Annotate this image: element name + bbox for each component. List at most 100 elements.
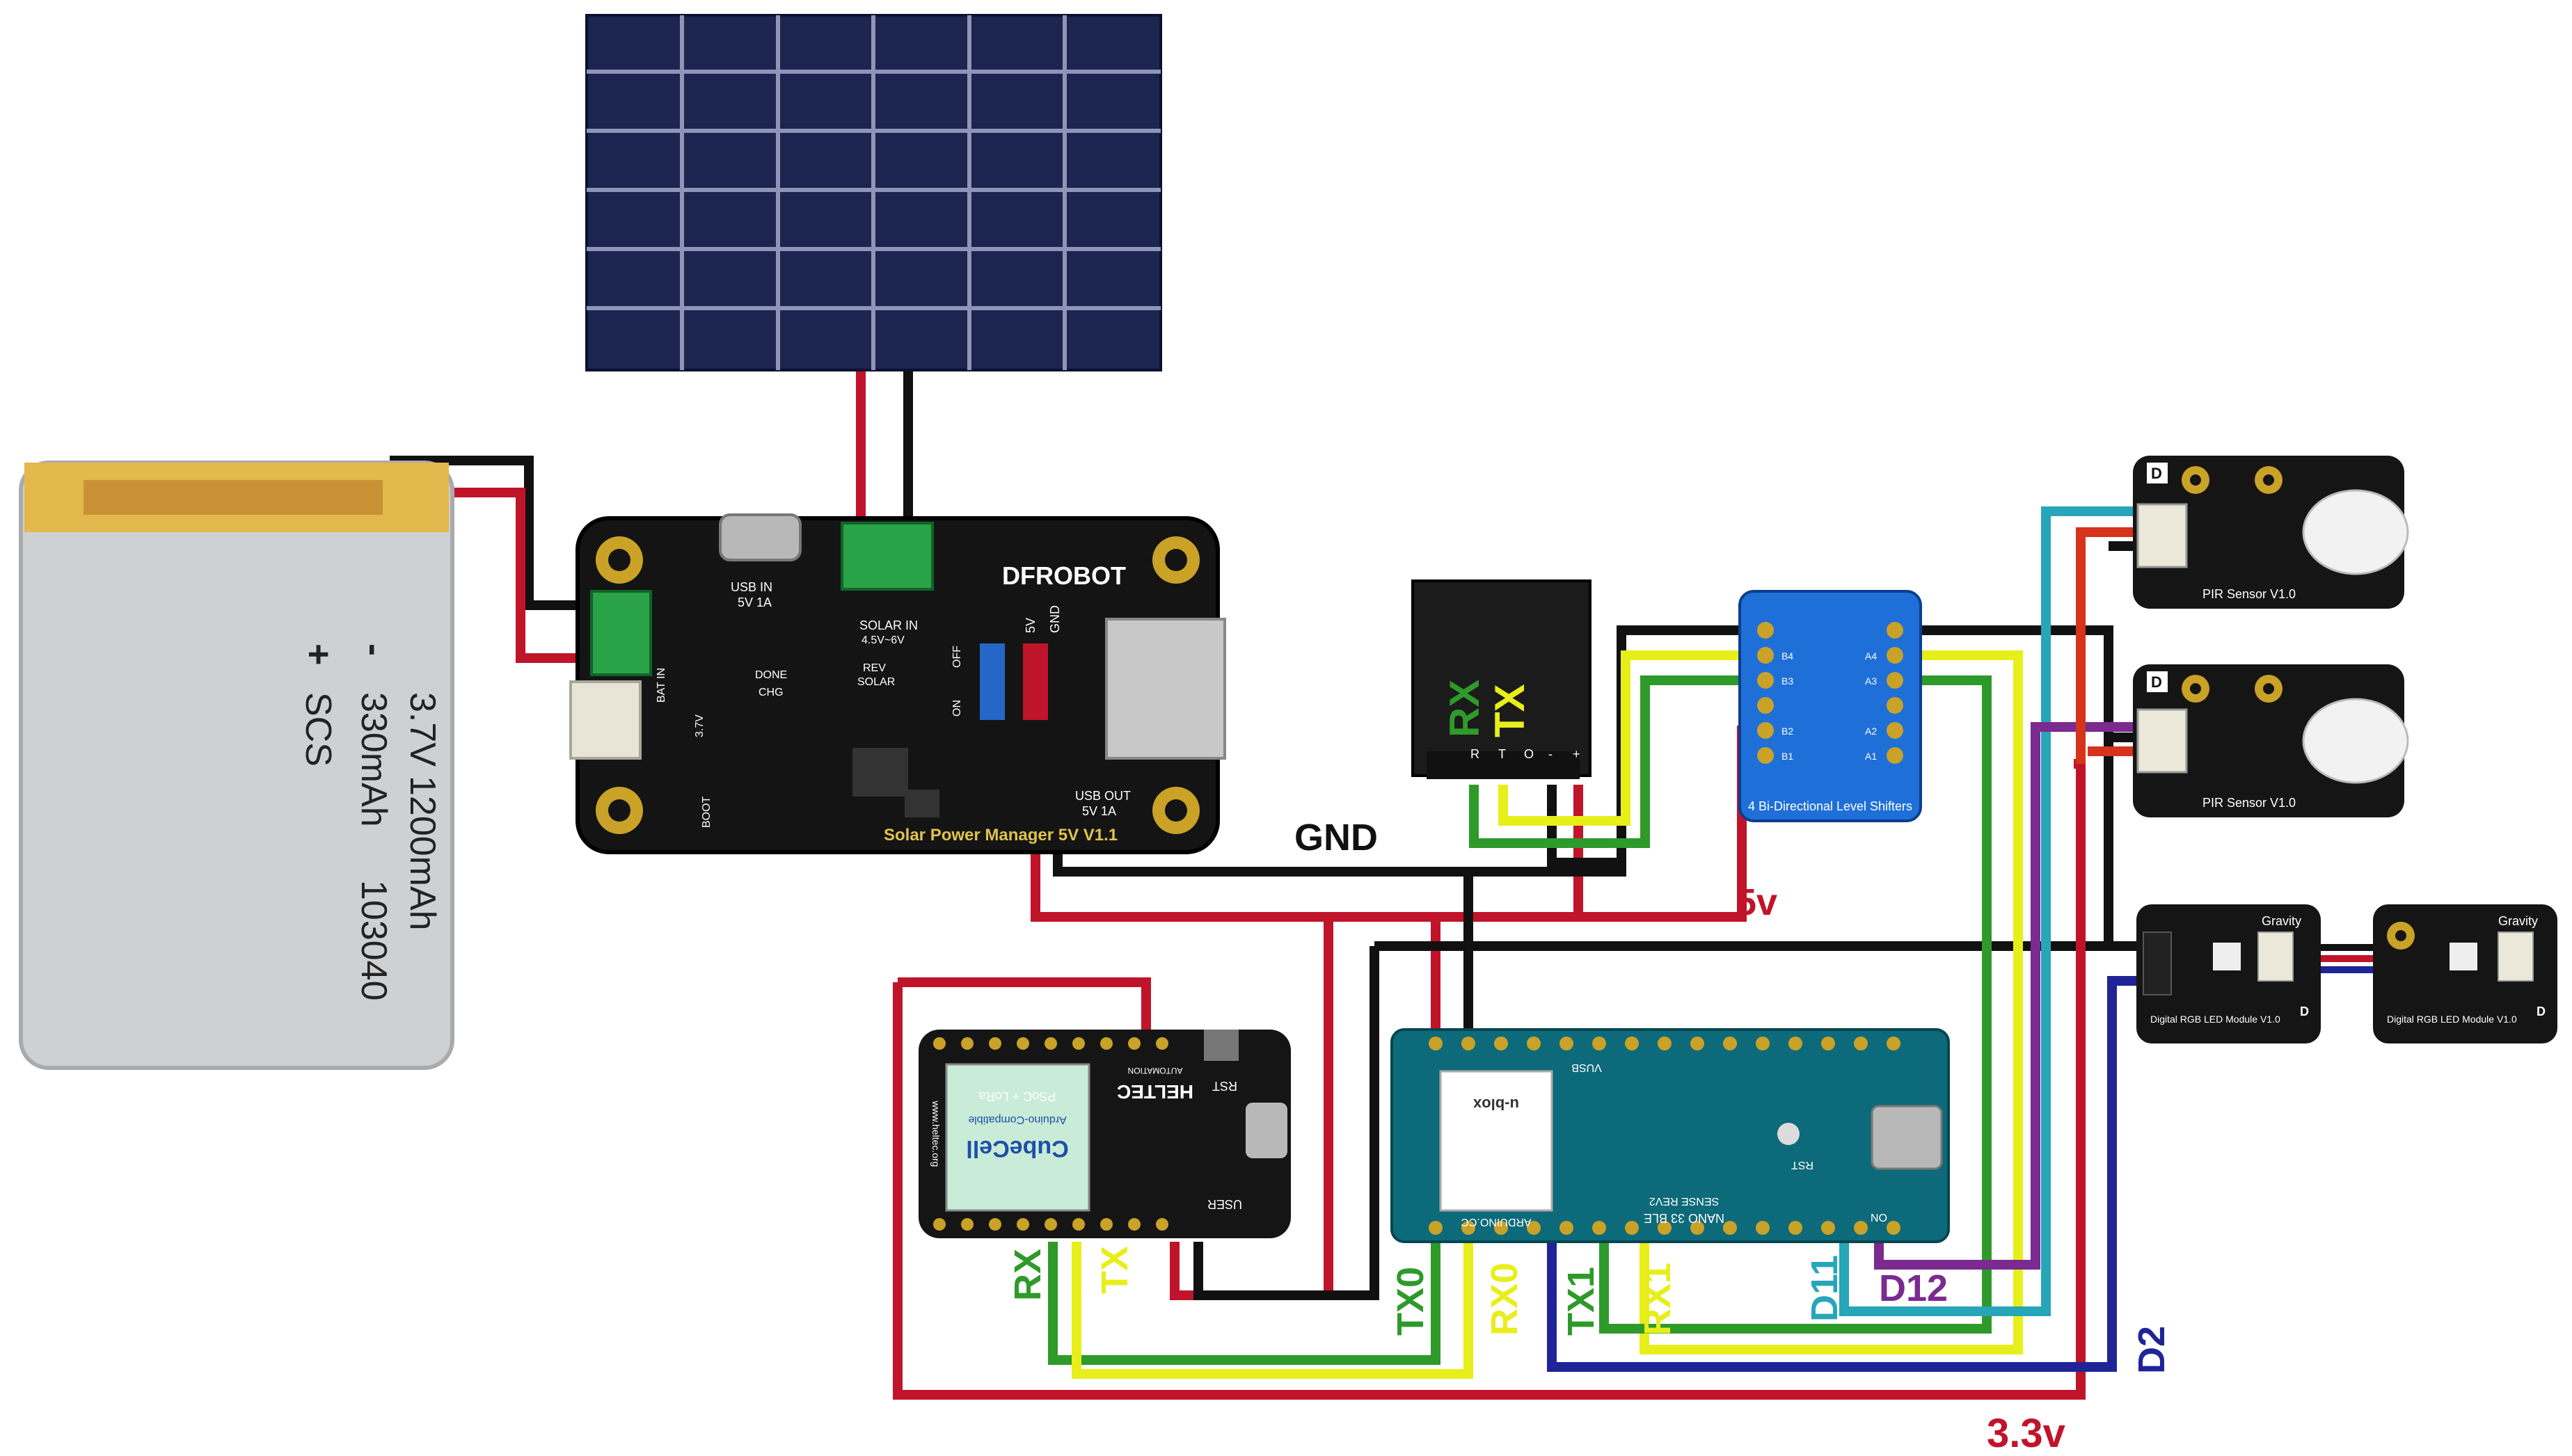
ls-pin-b3: B3 — [1781, 675, 1793, 687]
cubecell-brand: HELTEC — [1117, 1081, 1193, 1103]
pm-usb-out-rating: 5V 1A — [1082, 804, 1116, 818]
nano-vusb: VUSB — [1571, 1062, 1602, 1073]
nano-rst: RST — [1791, 1159, 1813, 1171]
label-d11: D11 — [1804, 1255, 1845, 1322]
battery-minus: - — [354, 643, 395, 656]
label-gnd: GND — [1294, 817, 1378, 858]
pm-usb-out: USB OUT — [1075, 789, 1131, 803]
pm-5v: 5V — [1024, 618, 1038, 633]
receiver-rx-label: RX — [1441, 680, 1488, 737]
ls-pin-a2: A2 — [1865, 726, 1877, 737]
wire-nano-rx1 — [1640, 650, 2023, 1354]
cubecell-board: CubeCell PSoC + LoRa Arduino-Compatible … — [919, 1030, 1291, 1238]
battery-mah-small: 330mAh — [354, 692, 394, 827]
solar-power-manager: DFROBOT USB IN 5V 1A SOLAR IN 4.5V~6V DO… — [569, 513, 1226, 854]
ls-pin-b2: B2 — [1781, 726, 1793, 737]
pir-2-d-mark: D — [2151, 673, 2162, 691]
battery-model: 103040 — [354, 880, 394, 1001]
label-rx1: RX1 — [1637, 1263, 1678, 1336]
pir-1-d-mark: D — [2151, 465, 2162, 482]
rgb-2-brand: Gravity — [2498, 914, 2538, 928]
pm-gnd: GND — [1048, 605, 1062, 633]
cubecell-url: www.heltec.org — [930, 1101, 942, 1167]
receiver-tx-label: TX — [1486, 684, 1533, 737]
rgb-1-label: Digital RGB LED Module V1.0 — [2150, 1014, 2280, 1025]
rgb-2-d: D — [2537, 1005, 2546, 1018]
label-d2: D2 — [2131, 1326, 2173, 1374]
rf-receiver: RX TX R T O - + — [1411, 579, 1591, 779]
label-rx0: RX0 — [1484, 1263, 1525, 1336]
label-5v: 5v — [1736, 881, 1777, 923]
wire-receiver-tx — [1498, 650, 1765, 826]
receiver-pin-o: O — [1524, 747, 1534, 761]
receiver-pin-plus: + — [1573, 747, 1580, 761]
pir-2-label: PIR Sensor V1.0 — [2202, 796, 2296, 810]
rgb-2-label: Digital RGB LED Module V1.0 — [2387, 1014, 2517, 1025]
wire-cubecell-rx — [1048, 1242, 1440, 1365]
nano-sub: SENSE REV2 — [1649, 1195, 1720, 1207]
wire-gnd-receiver — [1547, 785, 1621, 867]
cubecell-logo: CubeCell — [966, 1135, 1068, 1162]
label-d12: D12 — [1879, 1267, 1948, 1309]
wire-3v3-top — [898, 977, 1151, 1032]
rgb-led-module-2: Gravity Digital RGB LED Module V1.0 D — [2373, 904, 2557, 1043]
wire-3v3-loop — [893, 946, 2086, 1400]
solar-terminal — [841, 522, 934, 591]
cubecell-compat: Arduino-Compatible — [968, 1114, 1067, 1126]
nano-module: u-blox — [1472, 1096, 1519, 1113]
arduino-nano-33-ble: u-blox ARDUINO.CC NANO 33 BLE SENSE REV2… — [1390, 1028, 1950, 1243]
pm-bat-voltage: 3.7V — [694, 714, 706, 737]
nano-model: NANO 33 BLE — [1644, 1211, 1724, 1225]
usb-in-port — [719, 513, 802, 561]
label-3v3: 3.3v — [1987, 1411, 2065, 1456]
wire-3v3-to-shifter — [2074, 759, 2086, 946]
label-tx-cubecell: TX — [1094, 1246, 1136, 1294]
receiver-pin-t: T — [1498, 747, 1506, 761]
ls-pin-b4: B4 — [1781, 650, 1793, 662]
solar-panel — [585, 14, 1162, 371]
wire-cubecell-tx — [1072, 1242, 1473, 1379]
cubecell-psoc: PSoC + LoRa — [978, 1089, 1056, 1103]
usb-out-port — [1105, 618, 1226, 760]
cubecell-rst: RST — [1212, 1079, 1237, 1093]
label-tx1: TX1 — [1560, 1267, 1602, 1336]
nano-on: ON — [1871, 1211, 1887, 1223]
ls-pin-a1: A1 — [1865, 751, 1877, 762]
pm-solar-in: SOLAR IN — [859, 618, 918, 632]
pm-done: DONE — [755, 669, 787, 681]
wires — [390, 370, 2380, 1400]
label-tx0: TX0 — [1390, 1267, 1431, 1336]
wire-receiver-rx — [1469, 675, 1765, 848]
pm-on: ON — [951, 700, 963, 717]
receiver-pin-minus: - — [1548, 747, 1553, 761]
wire-d11 — [1839, 506, 2140, 1316]
rgb-1-d: D — [2300, 1005, 2309, 1018]
cubecell-brand-sub: AUTOMATION — [1128, 1066, 1183, 1075]
rgb-led-module-1: Gravity Digital RGB LED Module V1.0 D — [2136, 904, 2321, 1043]
label-rx-cubecell: RX — [1007, 1249, 1049, 1301]
pir-1-label: PIR Sensor V1.0 — [2202, 587, 2296, 601]
pm-off: OFF — [951, 646, 963, 668]
pm-solar-range: 4.5V~6V — [862, 634, 905, 646]
wire-pir-power-1 — [2076, 527, 2140, 764]
pm-name: Solar Power Manager 5V V1.1 — [884, 826, 1118, 845]
pm-chg: CHG — [759, 687, 784, 698]
rgb-1-brand: Gravity — [2262, 914, 2301, 928]
battery-terminal — [590, 590, 652, 676]
pm-usb-in-rating: 5V 1A — [738, 595, 772, 609]
lipo-battery: + - 3.7V 330mAh 1200mAh 103040 SCS — [19, 461, 454, 1070]
wire-gnd-to-cubecell — [1193, 946, 1379, 1300]
pm-rev: REV — [863, 662, 886, 674]
wire-gnd-pir-bus — [1903, 625, 2113, 946]
pm-brand: DFROBOT — [1002, 561, 1126, 590]
level-shifter-title: 4 Bi-Directional Level Shifters — [1748, 799, 1912, 813]
nano-brand: ARDUINO.CC — [1461, 1216, 1531, 1228]
wire-battery-negative — [390, 456, 605, 610]
level-shifter: 4 Bi-Directional Level Shifters B4 B3 B2… — [1738, 590, 1922, 822]
battery-plus: + — [298, 643, 340, 666]
ls-pin-a3: A3 — [1865, 675, 1877, 687]
wire-battery-positive — [390, 488, 592, 663]
cubecell-user: USER — [1207, 1197, 1242, 1211]
pm-solar: SOLAR — [857, 676, 895, 688]
